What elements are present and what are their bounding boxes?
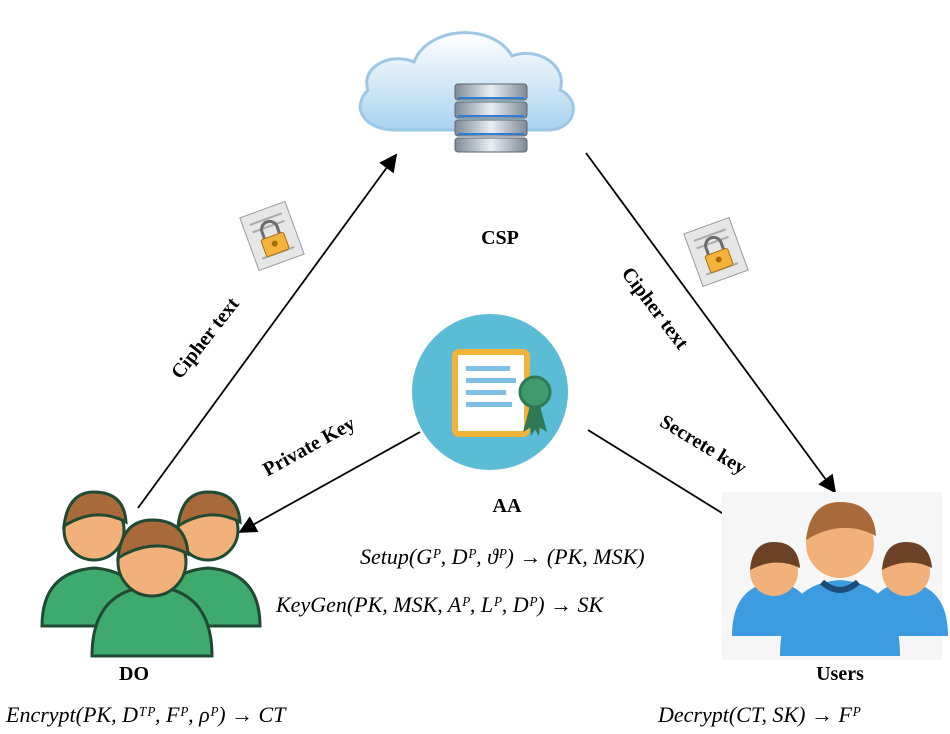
certificate-icon — [412, 314, 568, 470]
decrypt-formula: Decrypt(CT, SK) → Fᴾ — [657, 702, 861, 727]
locked-document-icon — [683, 216, 749, 288]
encrypt-formula: Encrypt(PK, Dᵀᴾ, Fᴾ, ρᴾ) → CT — [5, 702, 287, 727]
cloud-server-icon — [358, 31, 575, 153]
do-label: DO — [119, 663, 149, 685]
setup-formula: Setup(Gᴾ, Dᴾ, ϑᴾ) → (PK, MSK) — [360, 544, 645, 569]
edge-label-private-key: Private Key — [259, 412, 359, 481]
edge-label-csp-users: Cipher text — [617, 263, 693, 354]
arrow-csp-to-users — [585, 152, 837, 494]
keygen-formula: KeyGen(PK, MSK, Aᴾ, Lᴾ, Dᴾ) → SK — [275, 592, 605, 617]
aa-label: AA — [493, 495, 522, 517]
user-group-icon — [40, 490, 262, 658]
edge-label-secrete-key: Secrete key — [656, 410, 750, 479]
users-label: Users — [816, 663, 864, 685]
users-icon — [722, 492, 948, 660]
locked-document-icon — [239, 200, 305, 272]
server-stack-icon — [454, 83, 528, 153]
edge-label-do-csp: Cipher text — [167, 293, 244, 383]
arrow-do-to-csp — [137, 153, 398, 509]
csp-label: CSP — [481, 227, 519, 249]
arrow-aa-to-do — [238, 431, 421, 533]
